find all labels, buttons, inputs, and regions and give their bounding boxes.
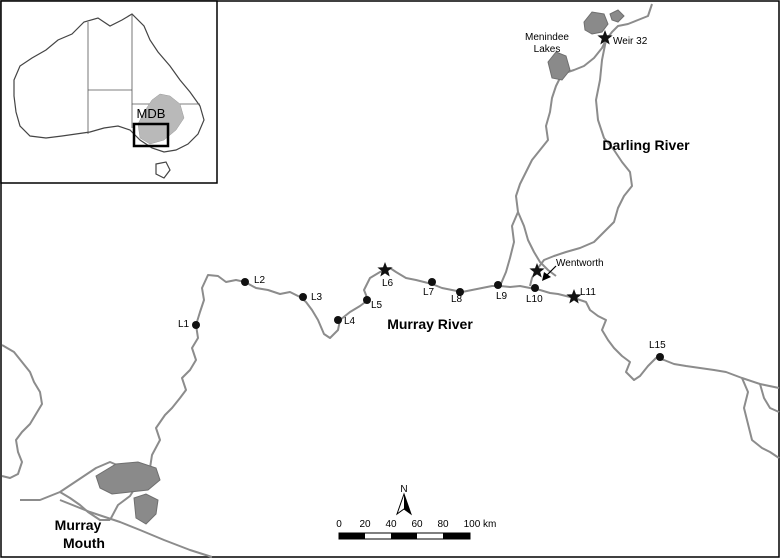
inset-map: MDB: [0, 0, 218, 184]
darling-river-label: Darling River: [602, 137, 690, 153]
lake-albert: [133, 493, 159, 525]
menindee-label-line2: Lakes: [534, 44, 561, 55]
site-label-l7: L7: [423, 287, 435, 298]
lakes-group: [95, 9, 625, 525]
menindee-label-line1: Menindee: [525, 32, 569, 43]
site-label-l5: L5: [371, 300, 383, 311]
site-label-l11: L11: [580, 287, 596, 298]
scale-tick-label: 20: [359, 519, 371, 530]
site-star-l11: [566, 289, 582, 304]
weir32-star: [597, 30, 613, 45]
lake-alexandrina: [95, 461, 161, 495]
site-label-l4: L4: [344, 316, 356, 327]
site-label-l2: L2: [254, 275, 266, 286]
site-dot-l1: [192, 321, 200, 329]
murray-mouth-label-line2: Mouth: [63, 535, 105, 551]
murray-mouth-channel: [59, 491, 110, 521]
site-dot-l4: [334, 316, 342, 324]
mdb-basin-shading: [137, 93, 185, 145]
wentworth-loop: [517, 211, 557, 277]
darling-river-line: [499, 3, 653, 287]
site-label-l10: L10: [526, 294, 543, 305]
coastline-west: [1, 344, 43, 479]
wentworth-arrow: [542, 265, 557, 281]
site-dot-l8: [456, 288, 464, 296]
scale-segment-5: [443, 533, 470, 539]
site-label-l1: L1: [178, 319, 190, 330]
murray-mouth-label-line1: Murray: [55, 517, 102, 533]
scale-segment-1: [339, 533, 365, 539]
scale-segment-3: [391, 533, 417, 539]
murray-river-line: [109, 267, 780, 521]
scale-tick-label: 100 km: [464, 519, 497, 530]
lake-menindee-small: [609, 9, 625, 23]
scale-bar: 0 20 40 60 80 100 km: [336, 519, 497, 540]
study-area-box: [132, 122, 170, 148]
darling-anabranch-line: [529, 39, 633, 287]
scale-tick-label: 0: [336, 519, 342, 530]
north-arrow: N: [396, 484, 412, 516]
site-dot-l3: [299, 293, 307, 301]
weir32-label: Weir 32: [613, 36, 648, 47]
site-label-l15: L15: [649, 340, 666, 351]
mdb-label: MDB: [137, 106, 166, 121]
wentworth-label: Wentworth: [556, 258, 604, 269]
murray-river-label: Murray River: [387, 316, 473, 332]
wentworth-star: [529, 263, 545, 278]
site-star-l6: [377, 262, 393, 277]
place-labels: Murray River Darling River Menindee Lake…: [55, 32, 690, 551]
north-label: N: [400, 484, 407, 495]
site-label-l6: L6: [382, 278, 394, 289]
scale-tick-label: 40: [385, 519, 397, 530]
site-dot-l9: [494, 281, 502, 289]
site-dot-l5: [363, 296, 371, 304]
site-dot-l7: [428, 278, 436, 286]
site-label-l9: L9: [496, 291, 508, 302]
scale-tick-label: 80: [437, 519, 449, 530]
lake-menindee-lower: [547, 51, 571, 81]
site-label-l8: L8: [451, 294, 463, 305]
river-east-2: [759, 383, 780, 413]
site-dot-l15: [656, 353, 664, 361]
tasmania-outline: [155, 161, 171, 179]
site-dot-l10: [531, 284, 539, 292]
river-east-1: [741, 377, 780, 459]
scale-tick-label: 60: [411, 519, 423, 530]
lake-menindee-upper: [583, 11, 609, 35]
site-dot-l2: [241, 278, 249, 286]
site-label-l3: L3: [311, 292, 323, 303]
coorong-line: [59, 499, 213, 558]
